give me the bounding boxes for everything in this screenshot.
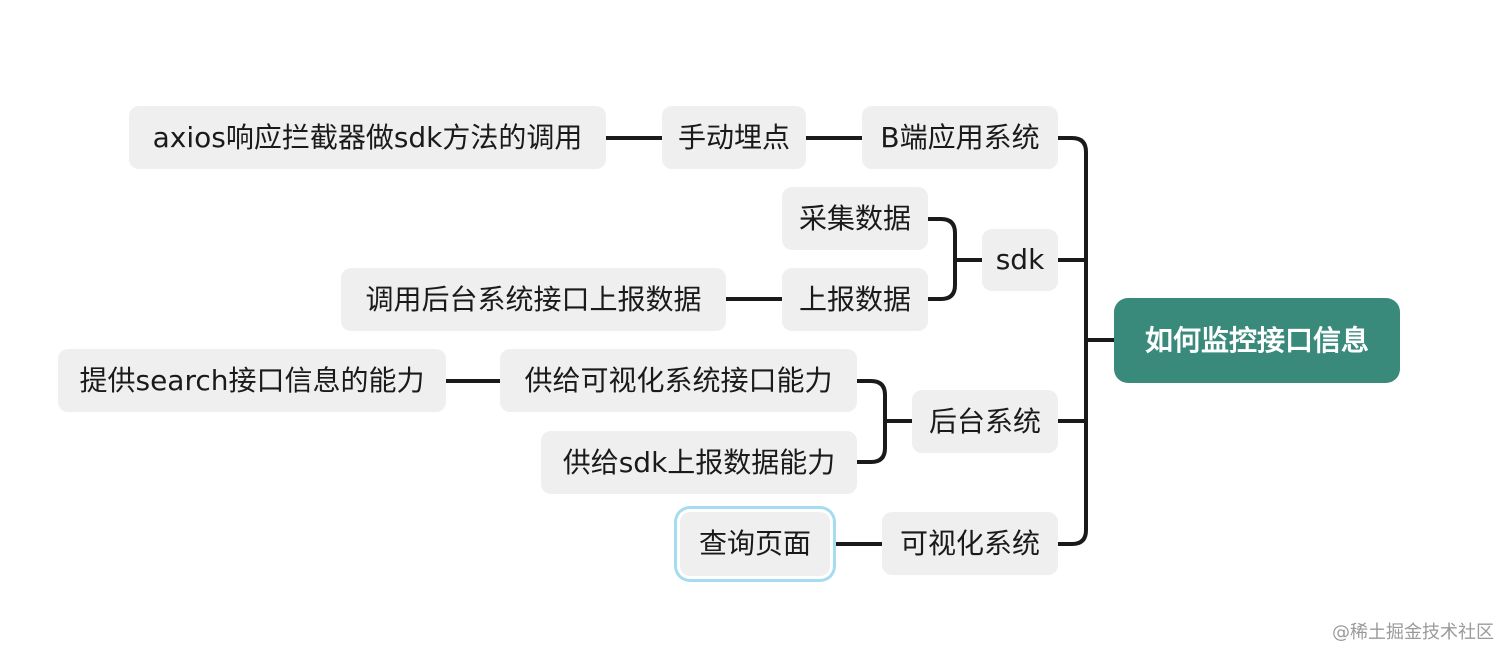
- node-axios-interceptor[interactable]: axios响应拦截器做sdk方法的调用: [129, 106, 606, 169]
- node-collect-data[interactable]: 采集数据: [782, 187, 928, 250]
- node-b-end-system[interactable]: B端应用系统: [862, 106, 1058, 169]
- connector-sdk-bracket: [926, 217, 957, 301]
- node-query-page[interactable]: 查询页面: [680, 512, 830, 576]
- root-node[interactable]: 如何监控接口信息: [1114, 298, 1400, 383]
- node-call-backend-api[interactable]: 调用后台系统接口上报数据: [341, 268, 726, 331]
- node-supply-visual-api[interactable]: 供给可视化系统接口能力: [500, 349, 857, 412]
- node-search-api[interactable]: 提供search接口信息的能力: [58, 349, 446, 412]
- node-manual-tracking[interactable]: 手动埋点: [662, 106, 806, 169]
- watermark: @稀土掘金技术社区: [1332, 622, 1494, 643]
- node-sdk[interactable]: sdk: [982, 229, 1058, 291]
- node-report-data[interactable]: 上报数据: [782, 268, 928, 331]
- node-supply-sdk-report[interactable]: 供给sdk上报数据能力: [541, 431, 857, 494]
- connector-backend-bracket: [855, 379, 887, 464]
- connector-root-spine: [1056, 136, 1088, 546]
- node-backend-system[interactable]: 后台系统: [912, 390, 1058, 453]
- node-visual-system[interactable]: 可视化系统: [882, 512, 1058, 575]
